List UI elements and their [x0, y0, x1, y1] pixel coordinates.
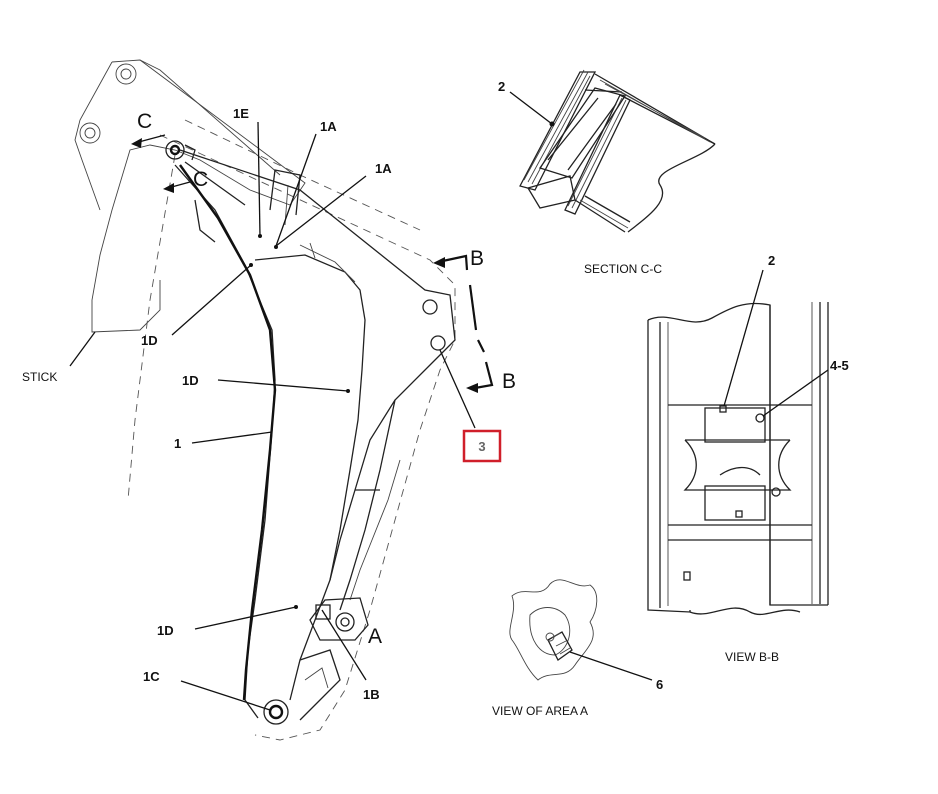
section-c-label-bottom: C	[193, 168, 208, 191]
label-1: 1	[174, 436, 181, 451]
label-3: 3	[478, 439, 485, 454]
callout-3-box[interactable]	[462, 429, 502, 463]
view-area-a-detail	[509, 579, 598, 681]
section-c-markers	[131, 134, 191, 193]
title-view-bb: VIEW B-B	[725, 650, 779, 664]
section-cc-detail	[519, 69, 716, 233]
section-b-markers	[433, 254, 494, 393]
leader-lines	[69, 121, 476, 711]
label-stick: STICK	[22, 370, 57, 384]
title-section-cc: SECTION C-C	[584, 262, 662, 276]
leader-2-view	[723, 269, 764, 407]
section-b-label-bottom: B	[502, 370, 516, 393]
leader-2-section	[509, 91, 553, 125]
label-1C: 1C	[143, 669, 160, 684]
label-1D-middle: 1D	[182, 373, 199, 388]
area-a-label: A	[368, 625, 382, 648]
leader-6	[569, 651, 653, 681]
view-bb-detail	[647, 302, 829, 616]
label-1E: 1E	[233, 106, 249, 121]
section-c-label-top: C	[137, 110, 152, 133]
title-view-area-a: VIEW OF AREA A	[492, 704, 588, 718]
label-4-5: 4-5	[830, 358, 849, 373]
label-6: 6	[656, 677, 663, 692]
label-2-view: 2	[768, 253, 775, 268]
label-1B: 1B	[363, 687, 380, 702]
label-1D-upper: 1D	[141, 333, 158, 348]
label-1A-mid: 1A	[375, 161, 392, 176]
stick-outline	[74, 59, 306, 333]
section-b-label-top: B	[470, 247, 484, 270]
label-1A-top: 1A	[320, 119, 337, 134]
label-2-section: 2	[498, 79, 505, 94]
label-1D-lower: 1D	[157, 623, 174, 638]
leader-2-section-dot	[549, 121, 555, 127]
leader-4-5	[762, 369, 829, 417]
boom	[127, 119, 456, 741]
